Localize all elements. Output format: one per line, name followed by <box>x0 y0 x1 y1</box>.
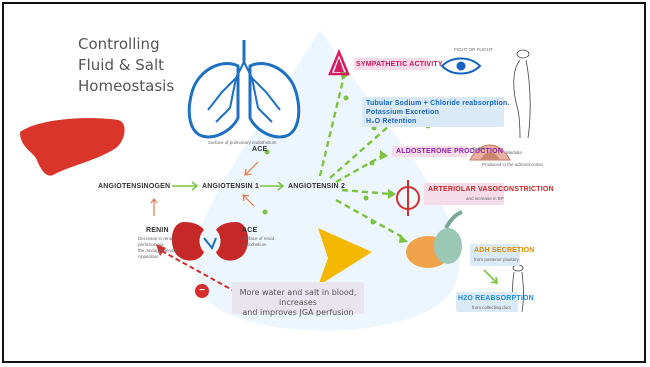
title-line-1: Controlling <box>78 34 174 55</box>
renin-label: RENIN <box>146 227 169 234</box>
arteriolar-label: ARTERIOLAR VASOCONSTRICTION <box>428 186 554 193</box>
title-line-3: Homeostasis <box>78 76 174 97</box>
adh-label: ADH SECRETION <box>474 247 535 254</box>
ace-lung-label: ACE <box>252 146 267 153</box>
liver-icon <box>20 118 125 175</box>
angiotensin-1-label: ANGIOTENSIN 1 <box>202 183 259 190</box>
tubular-label: Tubular Sodium + Chloride reabsorption. … <box>366 99 510 126</box>
adh-to-h2o-arrow <box>484 270 497 283</box>
medulla-label: Medulla <box>506 150 522 156</box>
fight-or-flight-label: FIGHT OR FLIGHT <box>454 47 493 53</box>
minus-sign: − <box>197 285 207 297</box>
ace-kidney-note-line-2: endothelium <box>242 242 274 248</box>
ace-kidney-note: Surface of renal endothelium <box>242 236 274 248</box>
lungs-icon <box>189 40 299 137</box>
arteriolar-note: and increase in BP <box>466 196 504 202</box>
feedback-line-1: More water and salt in blood, increases <box>232 288 364 308</box>
lung-note: Surface of pulmonary endothelium <box>208 140 277 146</box>
renin-note-line-4: Apparatus <box>138 254 178 260</box>
h2o-label: H2O REABSORPTION <box>458 295 534 302</box>
renin-note: Decrease in renal perfusion via the Juxt… <box>138 236 178 260</box>
nephron-sketch <box>513 50 530 312</box>
adh-note: from posterior pituitary <box>474 257 519 263</box>
title-line-2: Fluid & Salt <box>78 55 174 76</box>
feedback-line-2: and improves JGA perfusion <box>232 308 364 318</box>
sympathetic-label: SYMPATHETIC ACTIVITY <box>356 61 443 68</box>
page-title: Controlling Fluid & Salt Homeostasis <box>78 34 174 97</box>
feedback-text: More water and salt in blood, increases … <box>232 288 364 318</box>
angiotensinogen-label: ANGIOTENSINOGEN <box>98 183 170 190</box>
aldosterone-label: ALDOSTERONE PRODUCTION <box>396 148 503 155</box>
h2o-note: from collecting duct <box>472 305 511 311</box>
tubular-line-3: H₂O Retention <box>366 117 510 126</box>
cortex-label: Cortex <box>472 146 485 152</box>
ace-kidney-label: ACE <box>242 227 257 234</box>
adrenal-cortex-label: Produced in the adrenal cortex <box>482 162 543 168</box>
tubular-line-2: Potassium Excretion <box>366 108 510 117</box>
tubular-line-1: Tubular Sodium + Chloride reabsorption. <box>366 99 510 108</box>
angiotensin-2-label: ANGIOTENSIN 2 <box>288 183 345 190</box>
